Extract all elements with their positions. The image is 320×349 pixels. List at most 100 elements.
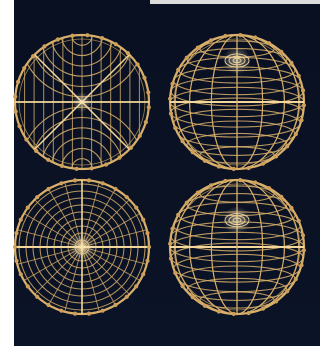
rim-knob (169, 257, 173, 261)
rim-knob (26, 206, 30, 210)
rim-knob (267, 186, 271, 190)
rim-knob (14, 231, 18, 235)
rim-knob (299, 263, 303, 267)
rim-knob (176, 68, 180, 72)
rim-knob (299, 118, 303, 122)
rim-knob (261, 162, 265, 166)
rim-knob (203, 159, 207, 163)
rim-knob (113, 303, 117, 307)
rim-knob (19, 272, 23, 276)
rim-knob (223, 34, 227, 38)
rim-knob (114, 42, 118, 46)
rim-knob (60, 164, 64, 168)
rim-knob (181, 139, 185, 143)
rim-knob (168, 97, 172, 101)
rim-knob (274, 154, 278, 158)
rim-knob (59, 181, 63, 185)
rim-knob (26, 284, 30, 288)
top-right-light-strip (150, 0, 320, 4)
rim-knob (126, 51, 130, 55)
rim-knob (56, 37, 60, 41)
rim-knob (134, 284, 138, 288)
rim-knob (24, 137, 28, 141)
rim-knob (294, 132, 298, 136)
center-glow (72, 92, 92, 112)
rim-knob (203, 304, 207, 308)
rim-knob (13, 245, 17, 249)
rim-knob (101, 309, 105, 313)
rim-knob (134, 206, 138, 210)
rim-knob (35, 195, 39, 199)
rim-knob (253, 180, 257, 184)
rim-knob (297, 219, 301, 223)
rim-knob (35, 295, 39, 299)
rim-knob (297, 74, 301, 78)
rim-knob (168, 242, 172, 246)
rim-knob (19, 218, 23, 222)
rim-knob (46, 187, 50, 191)
rim-knob (302, 248, 306, 252)
rim-knob (125, 195, 129, 199)
rim-knob (136, 62, 140, 66)
rim-knob (142, 76, 146, 80)
rim-knob (46, 303, 50, 307)
rim-knob (31, 54, 35, 58)
pole-glow (223, 47, 251, 75)
rim-knob (22, 66, 26, 70)
rim-knob (17, 124, 21, 128)
rim-knob (125, 295, 129, 299)
rim-knob (196, 46, 200, 50)
rim-knob (217, 309, 221, 313)
rim-knob (191, 295, 195, 299)
rim-knob (16, 80, 20, 84)
rim-knob (170, 227, 174, 231)
rim-knob (285, 144, 289, 148)
rim-knob (170, 82, 174, 86)
rim-knob (176, 213, 180, 217)
rim-knob (34, 149, 38, 153)
rim-knob (238, 33, 242, 37)
rim-knob (145, 259, 149, 263)
rim-knob (302, 103, 306, 107)
rim-knob (141, 218, 145, 222)
rim-knob (75, 167, 79, 171)
rim-knob (274, 299, 278, 303)
rim-knob (73, 312, 77, 316)
rim-knob (232, 312, 236, 316)
rim-knob (285, 289, 289, 293)
rim-knob (289, 61, 293, 65)
rim-knob (261, 307, 265, 311)
rim-knob (46, 158, 50, 162)
rim-knob (223, 179, 227, 183)
rim-knob (289, 206, 293, 210)
rim-knob (14, 110, 18, 114)
rim-knob (169, 112, 173, 116)
rim-knob (85, 33, 89, 37)
rim-knob (147, 245, 151, 249)
rim-knob (14, 259, 18, 263)
rim-knob (42, 44, 46, 48)
rim-knob (279, 195, 283, 199)
rim-knob (146, 90, 150, 94)
rim-knob (145, 231, 149, 235)
rim-knob (129, 146, 133, 150)
rim-knob (13, 95, 17, 99)
rim-knob (173, 126, 177, 130)
rim-knob (232, 167, 236, 171)
rim-knob (185, 201, 189, 205)
rim-knob (87, 178, 91, 182)
rim-knob (59, 309, 63, 313)
rim-knob (209, 183, 213, 187)
rim-knob (138, 134, 142, 138)
rim-knob (181, 284, 185, 288)
rim-knob (238, 178, 242, 182)
rim-knob (173, 271, 177, 275)
rim-knob (100, 36, 104, 40)
rim-knob (247, 166, 251, 170)
rim-knob (253, 35, 257, 39)
rim-knob (87, 312, 91, 316)
rim-knob (301, 88, 305, 92)
rim-knob (185, 56, 189, 60)
